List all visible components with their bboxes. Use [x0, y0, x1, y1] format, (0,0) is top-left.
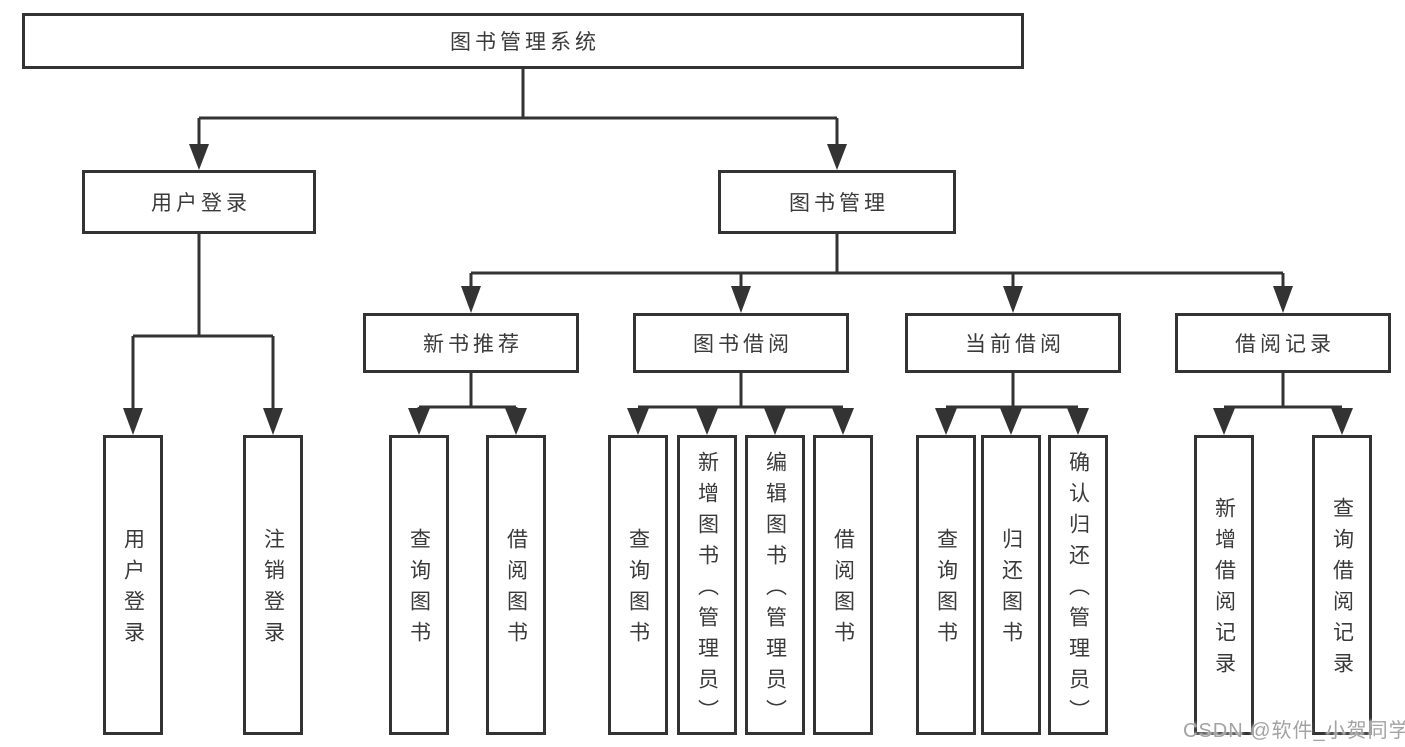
node-label: 新增借阅记录	[1212, 497, 1236, 683]
leaf-add-borrow-record: 新增借阅记录	[1194, 435, 1254, 735]
node-borrowing-records: 借阅记录	[1175, 313, 1391, 373]
leaf-confirm-return-admin: 确认归还（管理员）	[1048, 435, 1108, 735]
leaf-borrow-books: 借阅图书	[813, 435, 873, 735]
node-book-borrowing: 图书借阅	[633, 313, 849, 373]
watermark: CSDN @软件_小贺同学	[1183, 720, 1405, 742]
node-label: 查询图书	[934, 528, 958, 652]
node-current-borrowing: 当前借阅	[905, 313, 1121, 373]
node-label: 查询借阅记录	[1330, 497, 1354, 683]
node-book-management: 图书管理	[718, 170, 956, 234]
node-label: 查询图书	[626, 528, 650, 652]
leaf-logout: 注销登录	[243, 435, 303, 735]
node-label: 注销登录	[261, 528, 285, 652]
leaf-query-books: 查询图书	[389, 435, 449, 735]
leaf-add-books-admin: 新增图书（管理员）	[677, 435, 737, 735]
node-label: 查询图书	[407, 528, 431, 652]
node-label: 用户登录	[151, 192, 251, 215]
node-label: 图书管理系统	[450, 31, 600, 54]
leaf-borrow-books: 借阅图书	[486, 435, 546, 735]
node-label: 用户登录	[121, 528, 145, 652]
node-label: 归还图书	[999, 528, 1023, 652]
node-new-book-recommendation: 新书推荐	[363, 313, 579, 373]
leaf-user-login: 用户登录	[103, 435, 163, 735]
node-label: 当前借阅	[965, 333, 1065, 356]
node-label: 图书借阅	[693, 333, 793, 356]
leaf-edit-books-admin: 编辑图书（管理员）	[745, 435, 805, 735]
node-label: 图书管理	[789, 192, 889, 215]
node-library-management-system: 图书管理系统	[22, 13, 1024, 69]
leaf-query-books: 查询图书	[916, 435, 976, 735]
leaf-query-books: 查询图书	[608, 435, 668, 735]
leaf-return-books: 归还图书	[981, 435, 1041, 735]
node-label: 借阅图书	[504, 528, 528, 652]
node-user-login: 用户登录	[82, 170, 316, 234]
leaf-query-borrow-record: 查询借阅记录	[1312, 435, 1372, 735]
node-label: 借阅记录	[1235, 333, 1335, 356]
node-label: 新书推荐	[423, 333, 523, 356]
node-label: 新增图书（管理员）	[695, 450, 719, 730]
node-label: 确认归还（管理员）	[1066, 450, 1090, 730]
node-label: 借阅图书	[831, 528, 855, 652]
node-label: 编辑图书（管理员）	[763, 450, 787, 730]
